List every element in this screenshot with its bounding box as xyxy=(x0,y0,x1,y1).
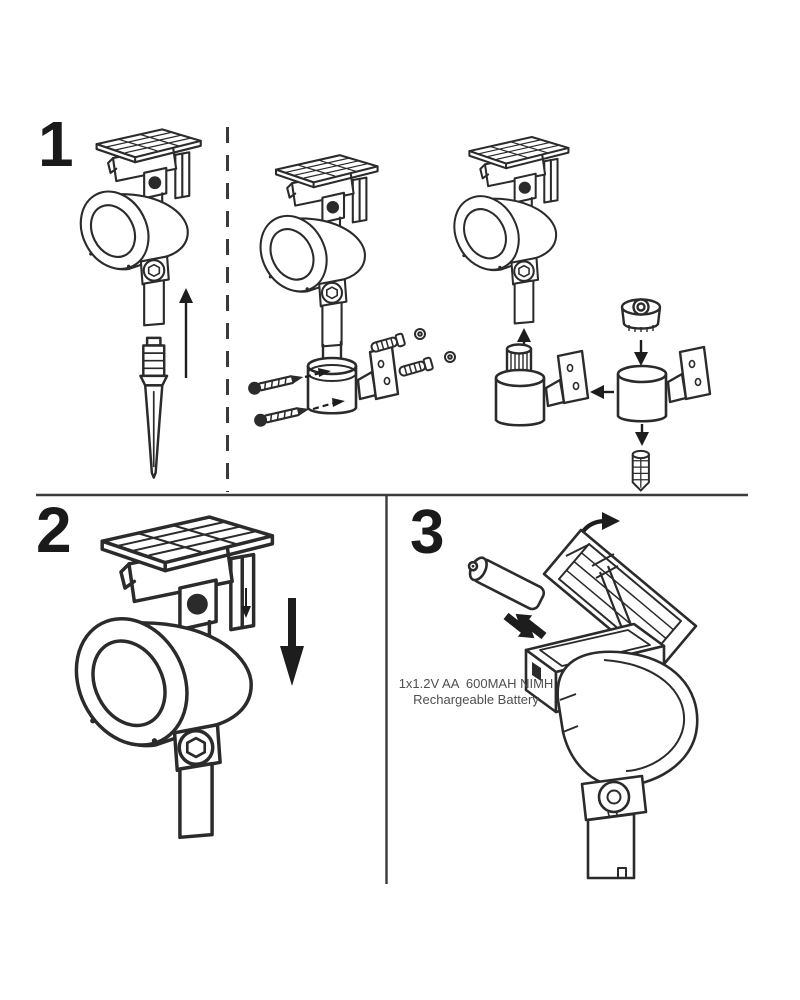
thick-down-arrow xyxy=(280,598,304,686)
up-arrow xyxy=(179,288,193,378)
battery-spec-line-1: 1x1.2V AA 600MAH NIMH xyxy=(398,676,554,691)
battery-spec-line-2: Rechargeable Battery xyxy=(413,691,539,707)
down-arrow xyxy=(635,424,649,446)
spotlight-rear-body xyxy=(556,650,699,880)
step-2-number: 2 xyxy=(36,494,72,566)
step-1-number: 1 xyxy=(38,108,74,180)
step-3-battery-replacement-illustration xyxy=(467,512,699,880)
aa-battery xyxy=(467,556,546,611)
mounting-screw xyxy=(245,369,312,430)
step-3-number: 3 xyxy=(410,498,445,567)
step-1-ground-stake-illustration xyxy=(66,128,202,479)
battery-spec-note: 1x1.2V AA 600MAH NIMH Rechargeable Batte… xyxy=(391,676,561,707)
small-down-arrow xyxy=(241,588,251,618)
step-1-wall-mount-assembly-illustration xyxy=(441,136,712,492)
dashed-insert-arrow xyxy=(304,368,345,411)
step-2-attach-head-illustration xyxy=(53,515,304,840)
down-arrow xyxy=(634,340,648,366)
step-1-wall-mount-screws-illustration xyxy=(245,154,456,430)
insert-remove-arrows xyxy=(500,606,550,646)
left-arrow xyxy=(590,385,614,399)
